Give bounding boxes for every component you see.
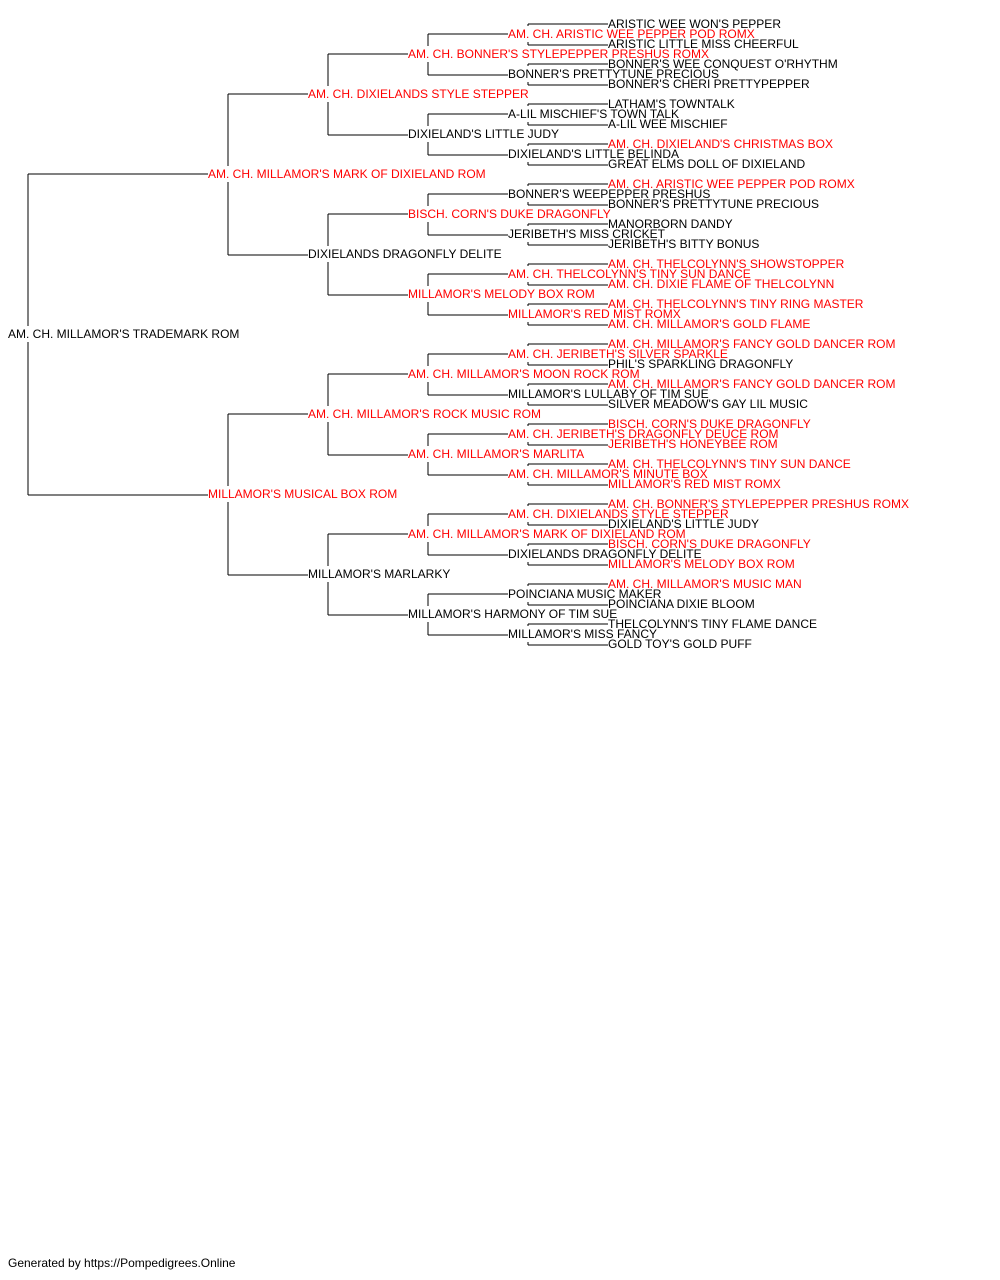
ancestor-name-gen5: MILLAMOR'S RED MIST ROMX bbox=[608, 477, 781, 491]
ancestor-name-gen5: BONNER'S PRETTYTUNE PRECIOUS bbox=[608, 197, 819, 211]
ancestor-name-gen5: DIXIELAND'S LITTLE JUDY bbox=[608, 517, 759, 531]
ancestor-name-gen5: GOLD TOY'S GOLD PUFF bbox=[608, 637, 752, 651]
ancestor-name-gen4: AM. CH. THELCOLYNN'S TINY SUN DANCE bbox=[508, 267, 751, 281]
ancestor-name-gen4: AM. CH. JERIBETH'S SILVER SPARKLE bbox=[508, 347, 728, 361]
subject-dog-name: AM. CH. MILLAMOR'S TRADEMARK ROM bbox=[8, 327, 239, 341]
ancestor-name-gen5: PHIL'S SPARKLING DRAGONFLY bbox=[608, 357, 793, 371]
ancestor-name-gen5: AM. CH. MILLAMOR'S GOLD FLAME bbox=[608, 317, 810, 331]
ancestor-name-gen5: BONNER'S WEE CONQUEST O'RHYTHM bbox=[608, 57, 838, 71]
ancestor-name-gen4: POINCIANA MUSIC MAKER bbox=[508, 587, 662, 601]
ancestor-name-gen4: AM. CH. MILLAMOR'S MINUTE BOX bbox=[508, 467, 708, 481]
ancestor-name-gen4: DIXIELAND'S LITTLE BELINDA bbox=[508, 147, 679, 161]
ancestor-name-gen4: AM. CH. DIXIELANDS STYLE STEPPER bbox=[508, 507, 729, 521]
ancestor-name-gen5: ARISTIC WEE WON'S PEPPER bbox=[608, 17, 781, 31]
ancestor-name-gen3: MILLAMOR'S HARMONY OF TIM SUE bbox=[408, 607, 617, 621]
ancestor-name-gen4: AM. CH. ARISTIC WEE PEPPER POD ROMX bbox=[508, 27, 755, 41]
ancestor-name-gen3: AM. CH. MILLAMOR'S MOON ROCK ROM bbox=[408, 367, 640, 381]
ancestor-name-gen3: AM. CH. MILLAMOR'S MARLITA bbox=[408, 447, 584, 461]
ancestor-name-gen3: DIXIELAND'S LITTLE JUDY bbox=[408, 127, 559, 141]
ancestor-name-gen5: ARISTIC LITTLE MISS CHEERFUL bbox=[608, 37, 799, 51]
connector-lines bbox=[27, 23, 608, 646]
ancestor-name-gen5: AM. CH. THELCOLYNN'S TINY SUN DANCE bbox=[608, 457, 851, 471]
ancestor-name-gen4: MILLAMOR'S LULLABY OF TIM SUE bbox=[508, 387, 709, 401]
ancestor-name-gen5: GREAT ELMS DOLL OF DIXIELAND bbox=[608, 157, 805, 171]
ancestor-name-gen3: AM. CH. BONNER'S STYLEPEPPER PRESHUS ROM… bbox=[408, 47, 709, 61]
ancestor-name-gen1: MILLAMOR'S MUSICAL BOX ROM bbox=[208, 487, 397, 501]
ancestor-name-gen5: LATHAM'S TOWNTALK bbox=[608, 97, 735, 111]
ancestor-name-gen5: AM. CH. MILLAMOR'S MUSIC MAN bbox=[608, 577, 802, 591]
ancestor-name-gen5: MANORBORN DANDY bbox=[608, 217, 733, 231]
ancestor-name-gen3: MILLAMOR'S MELODY BOX ROM bbox=[408, 287, 595, 301]
ancestor-name-gen4: JERIBETH'S MISS CRICKET bbox=[508, 227, 666, 241]
ancestor-name-gen5: AM. CH. THELCOLYNN'S SHOWSTOPPER bbox=[608, 257, 845, 271]
ancestor-name-gen5: POINCIANA DIXIE BLOOM bbox=[608, 597, 755, 611]
ancestor-name-gen5: JERIBETH'S HONEYBEE ROM bbox=[608, 437, 778, 451]
ancestor-name-gen4: MILLAMOR'S MISS FANCY bbox=[508, 627, 657, 641]
ancestor-name-gen4: BONNER'S WEEPEPPER PRESHUS bbox=[508, 187, 710, 201]
ancestor-name-gen5: AM. CH. DIXIE FLAME OF THELCOLYNN bbox=[608, 277, 834, 291]
ancestor-name-gen5: JERIBETH'S BITTY BONUS bbox=[608, 237, 759, 251]
ancestor-name-gen5: A-LIL WEE MISCHIEF bbox=[608, 117, 728, 131]
ancestor-name-gen5: BISCH. CORN'S DUKE DRAGONFLY bbox=[608, 537, 811, 551]
ancestor-name-gen5: SILVER MEADOW'S GAY LIL MUSIC bbox=[608, 397, 808, 411]
ancestor-name-gen5: THELCOLYNN'S TINY FLAME DANCE bbox=[608, 617, 817, 631]
ancestor-name-gen3: AM. CH. MILLAMOR'S MARK OF DIXIELAND ROM bbox=[408, 527, 686, 541]
ancestor-name-gen5: AM. CH. DIXIELAND'S CHRISTMAS BOX bbox=[608, 137, 833, 151]
ancestor-name-gen4: MILLAMOR'S RED MIST ROMX bbox=[508, 307, 681, 321]
ancestor-name-gen5: AM. CH. MILLAMOR'S FANCY GOLD DANCER ROM bbox=[608, 337, 895, 351]
ancestor-name-gen5: AM. CH. BONNER'S STYLEPEPPER PRESHUS ROM… bbox=[608, 497, 909, 511]
ancestor-name-gen4: AM. CH. JERIBETH'S DRAGONFLY DEUCE ROM bbox=[508, 427, 779, 441]
ancestor-name-gen4: A-LIL MISCHIEF'S TOWN TALK bbox=[508, 107, 679, 121]
ancestor-name-gen5: BONNER'S CHERI PRETTYPEPPER bbox=[608, 77, 810, 91]
ancestor-name-gen2: AM. CH. DIXIELANDS STYLE STEPPER bbox=[308, 87, 529, 101]
ancestor-name-gen2: AM. CH. MILLAMOR'S ROCK MUSIC ROM bbox=[308, 407, 541, 421]
ancestor-name-gen3: BISCH. CORN'S DUKE DRAGONFLY bbox=[408, 207, 611, 221]
ancestor-name-gen1: AM. CH. MILLAMOR'S MARK OF DIXIELAND ROM bbox=[208, 167, 486, 181]
ancestor-name-gen2: MILLAMOR'S MARLARKY bbox=[308, 567, 450, 581]
ancestor-name-gen4: DIXIELANDS DRAGONFLY DELITE bbox=[508, 547, 702, 561]
ancestor-name-gen2: DIXIELANDS DRAGONFLY DELITE bbox=[308, 247, 502, 261]
ancestor-name-gen5: MILLAMOR'S MELODY BOX ROM bbox=[608, 557, 795, 571]
ancestor-name-gen5: AM. CH. THELCOLYNN'S TINY RING MASTER bbox=[608, 297, 864, 311]
ancestor-name-gen5: AM. CH. ARISTIC WEE PEPPER POD ROMX bbox=[608, 177, 855, 191]
ancestor-name-gen4: BONNER'S PRETTYTUNE PRECIOUS bbox=[508, 67, 719, 81]
ancestor-name-gen5: AM. CH. MILLAMOR'S FANCY GOLD DANCER ROM bbox=[608, 377, 895, 391]
ancestor-name-gen5: BISCH. CORN'S DUKE DRAGONFLY bbox=[608, 417, 811, 431]
dog-names: AM. CH. MILLAMOR'S TRADEMARK ROM AM. CH. … bbox=[8, 17, 909, 651]
footer-credit: Generated by https://Pompedigrees.Online bbox=[8, 1256, 236, 1270]
